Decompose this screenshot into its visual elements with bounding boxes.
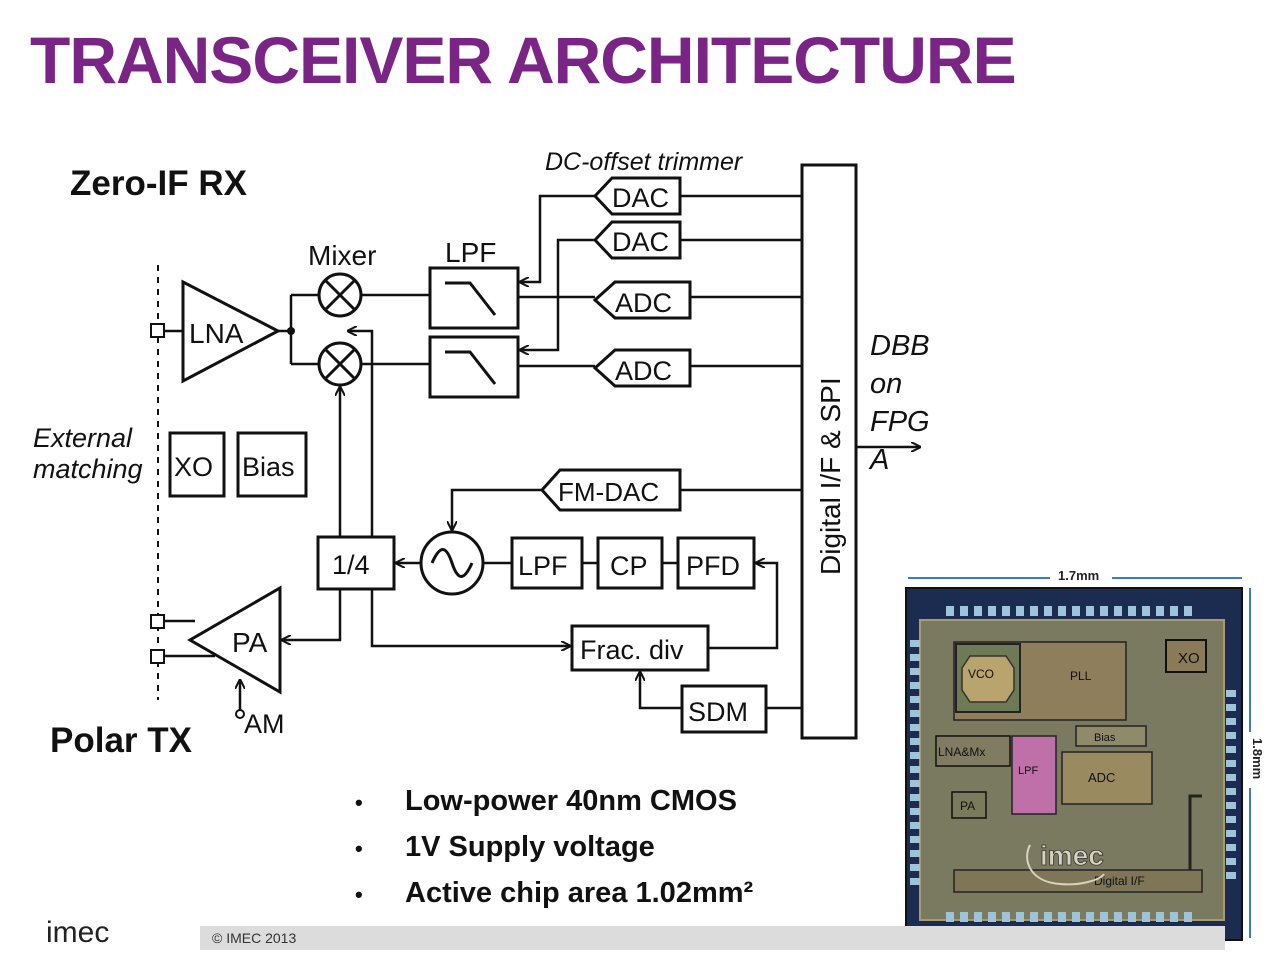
digital-if-spi-block bbox=[800, 163, 858, 740]
die-adc-region bbox=[1061, 751, 1153, 805]
lpf-q-block bbox=[428, 335, 520, 399]
bias-label: Bias bbox=[242, 452, 295, 482]
mixer-q-symbol bbox=[317, 341, 363, 387]
die-digital-if-label: Digital I/F bbox=[1094, 874, 1145, 888]
die-width-label: 1.7mm bbox=[1058, 568, 1099, 583]
die-imec-logo: imec bbox=[1040, 840, 1104, 871]
pfd-block bbox=[676, 536, 756, 590]
rx-input-pad bbox=[150, 323, 165, 338]
mixer-label: Mixer bbox=[308, 240, 376, 271]
die-bias-label: Bias bbox=[1094, 732, 1116, 744]
dac-top-label: DAC bbox=[612, 183, 669, 213]
external-matching-line1: External bbox=[33, 423, 133, 453]
die-xo-region bbox=[1165, 639, 1207, 673]
bias-block bbox=[236, 431, 308, 498]
tx-section-title: Polar TX bbox=[50, 721, 193, 760]
imec-logo: imec bbox=[46, 916, 110, 949]
bullet-text: 1V Supply voltage bbox=[405, 831, 655, 863]
cp-label: CP bbox=[610, 551, 648, 581]
pll-lpf-label: LPF bbox=[518, 551, 568, 581]
bullet-text: Active chip area 1.02mm² bbox=[405, 877, 754, 909]
fm-dac-label: FM-DAC bbox=[558, 477, 659, 507]
vco-symbol bbox=[419, 530, 485, 596]
footer-bar: © IMEC 2013 bbox=[200, 926, 1225, 950]
die-pll-label: PLL bbox=[1070, 669, 1092, 683]
pa-label: PA bbox=[232, 627, 268, 658]
xo-block bbox=[168, 431, 226, 498]
die-lna-mx-label: LNA&Mx bbox=[938, 745, 985, 759]
dbb-label-line4: A bbox=[868, 444, 889, 476]
die-height-label: 1.8mm bbox=[1250, 738, 1265, 779]
bullet-symbol: • bbox=[355, 882, 363, 907]
external-matching-line2: matching bbox=[33, 454, 143, 484]
tx-output-pad-2 bbox=[150, 649, 165, 664]
die-pads-top bbox=[946, 606, 1192, 616]
rx-section-title: Zero-IF RX bbox=[70, 164, 248, 203]
lna-label: LNA bbox=[189, 318, 244, 349]
lpf-i-block bbox=[428, 266, 520, 330]
die-adc-label: ADC bbox=[1088, 770, 1115, 785]
die-pads-left bbox=[910, 640, 920, 885]
die-pads-right bbox=[1226, 690, 1236, 879]
die-lpf-region bbox=[1011, 735, 1057, 815]
adc-bottom-block bbox=[592, 348, 692, 388]
pfd-label: PFD bbox=[686, 551, 740, 581]
xo-label: XO bbox=[174, 452, 213, 482]
divide-by-4-label: 1/4 bbox=[332, 550, 370, 580]
die-pa-region bbox=[951, 791, 987, 819]
frac-div-label: Frac. div bbox=[580, 635, 684, 665]
adc-top-block bbox=[592, 280, 692, 320]
frac-div-block bbox=[570, 624, 710, 672]
feature-bullets: •Low-power 40nm CMOS •1V Supply voltage … bbox=[355, 780, 753, 918]
adc-bottom-label: ADC bbox=[615, 356, 672, 386]
bullet-symbol: • bbox=[355, 836, 363, 861]
bullet-item: • 1V Supply voltage bbox=[355, 826, 753, 872]
copyright-text: © IMEC 2013 bbox=[212, 930, 297, 946]
bullet-text: Low-power 40nm CMOS bbox=[405, 785, 737, 817]
bullet-symbol: • bbox=[355, 790, 363, 815]
dac-bottom-label: DAC bbox=[612, 227, 669, 257]
slide-title: TRANSCEIVER ARCHITECTURE bbox=[30, 23, 1017, 97]
die-digital-if-region bbox=[953, 869, 1203, 893]
sdm-label: SDM bbox=[688, 697, 748, 727]
dc-offset-trimmer-label: DC-offset trimmer bbox=[545, 148, 744, 176]
die-lpf-label: LPF bbox=[1018, 765, 1038, 777]
tx-output-pad-1 bbox=[150, 614, 165, 629]
die-pa-label: PA bbox=[960, 799, 975, 813]
mixer-i-symbol bbox=[317, 272, 363, 318]
dbb-label-line2: on bbox=[870, 368, 902, 400]
divide-by-4-block bbox=[316, 535, 396, 591]
dbb-label-line3: FPG bbox=[870, 406, 930, 438]
die-xo-label: XO bbox=[1178, 650, 1200, 667]
chip-die-photo: 1.7mm 1.8mm VCO bbox=[905, 568, 1265, 941]
lpf-header-label: LPF bbox=[445, 237, 496, 268]
die-vco-label: VCO bbox=[968, 667, 994, 681]
bullet-item: • Active chip area 1.02mm² bbox=[355, 872, 753, 918]
die-pads-bottom bbox=[946, 912, 1192, 922]
dbb-label-line1: DBB bbox=[870, 330, 930, 362]
pa-block bbox=[187, 585, 282, 695]
am-label: AM bbox=[244, 709, 285, 739]
bullet-item: • Low-power 40nm CMOS bbox=[355, 780, 753, 826]
die-lna-mx-region bbox=[935, 735, 1011, 767]
adc-top-label: ADC bbox=[615, 288, 672, 318]
digital-if-spi-label: Digital I/F & SPI bbox=[815, 377, 846, 575]
die-bias-region bbox=[1075, 725, 1147, 747]
